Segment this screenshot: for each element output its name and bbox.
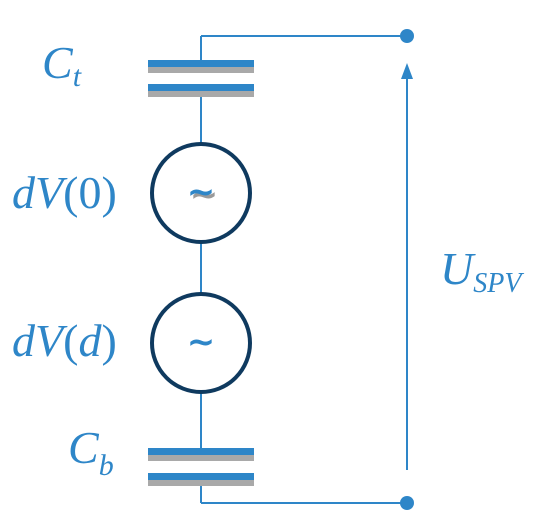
ac-source-top-tilde-shadow: ~ — [190, 175, 219, 215]
label-dvd-arg: d — [78, 315, 102, 366]
label-dv0-open: ( — [63, 167, 78, 218]
terminal-top — [400, 29, 414, 43]
ac-source-bottom: ~ — [150, 292, 252, 394]
capacitor-bottom — [148, 448, 254, 486]
label-cb-main: C — [68, 422, 100, 473]
label-dv0-close: ) — [101, 167, 116, 218]
label-ct-sub: t — [73, 60, 82, 93]
capacitor-top-plate-lower-gray — [148, 91, 254, 97]
label-cb-sub: b — [99, 449, 114, 482]
ac-source-top-ring — [150, 142, 252, 244]
capacitor-top — [148, 60, 254, 97]
capacitor-bottom-plate-upper-gray — [148, 455, 254, 461]
label-dvd: dV(d) — [12, 315, 117, 366]
label-ct-main: C — [42, 37, 74, 88]
voltage-arrow-head — [401, 63, 413, 79]
capacitor-bottom-plate-lower-blue — [148, 473, 254, 480]
label-cb: Cb — [68, 422, 114, 482]
ac-source-bottom-ring — [150, 292, 252, 394]
ac-source-bottom-tilde: ~ — [187, 322, 216, 362]
voltage-arrow — [401, 63, 413, 470]
capacitor-bottom-plate-lower-gray — [148, 480, 254, 486]
capacitor-bottom-plate-upper-blue — [148, 448, 254, 455]
ac-source-top-tilde: ~ — [187, 172, 216, 212]
label-dv0-prefix: dV — [12, 167, 68, 218]
ac-source-top: ~ ~ — [150, 142, 252, 244]
label-uspv-sub: SPV — [473, 268, 524, 299]
terminal-bottom — [400, 496, 414, 510]
capacitor-top-plate-lower-blue — [148, 84, 254, 91]
wiring — [200, 35, 407, 504]
label-dv0: dV(0) — [12, 167, 117, 218]
label-ct: Ct — [42, 37, 82, 93]
capacitor-top-plate-upper-gray — [148, 67, 254, 73]
label-dvd-close: ) — [101, 315, 116, 366]
label-dv0-arg: 0 — [78, 167, 101, 218]
label-dvd-open: ( — [63, 315, 78, 366]
label-dvd-prefix: dV — [12, 315, 68, 366]
label-uspv: USPV — [440, 243, 524, 299]
capacitor-top-plate-upper-blue — [148, 60, 254, 67]
label-uspv-main: U — [440, 243, 476, 294]
